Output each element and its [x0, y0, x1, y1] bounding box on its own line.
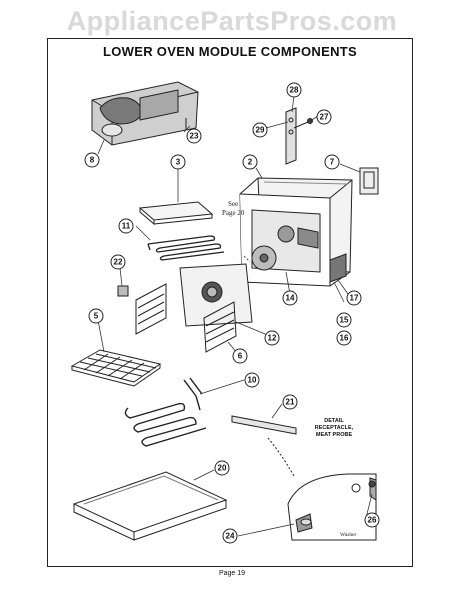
callout-label-26: 26: [368, 516, 377, 525]
callout-14: [282, 290, 298, 306]
callout-label-3: 3: [176, 158, 181, 167]
part-small-block: [117, 285, 129, 297]
detail-label-line-3: MEAT PROBE: [316, 432, 353, 438]
callout-21: [282, 394, 298, 410]
callout-label-14: 14: [286, 294, 295, 303]
part-rack-support-right: [203, 301, 237, 353]
callout-3: [170, 154, 186, 170]
callout-label-5: 5: [94, 312, 99, 321]
washer-label: Washer: [340, 532, 357, 538]
callout-label-7: 7: [330, 158, 335, 167]
callout-label-15: 15: [340, 316, 349, 325]
callout-label-21: 21: [286, 398, 295, 407]
callout-label-27: 27: [320, 113, 329, 122]
callout-label-29: 29: [256, 126, 265, 135]
callout-2: [242, 154, 258, 170]
callout-8: [84, 152, 100, 168]
part-bracket: [285, 107, 313, 165]
part-rack-support-left: [135, 283, 167, 335]
callout-26: [364, 512, 380, 528]
callout-27: [316, 109, 332, 125]
part-oven-cavity: [239, 177, 353, 287]
callout-23: [186, 128, 202, 144]
part-broil-element: [147, 235, 225, 261]
callout-24: [222, 528, 238, 544]
callout-label-6: 6: [238, 352, 243, 361]
callout-label-23: 23: [190, 132, 199, 141]
part-bake-element: [124, 377, 207, 447]
callout-29: [252, 122, 268, 138]
callout-label-8: 8: [90, 156, 95, 165]
diagram-title: LOWER OVEN MODULE COMPONENTS: [103, 44, 357, 59]
part-back-panel: [179, 263, 253, 327]
see-note-line-1: See: [228, 200, 238, 208]
callout-label-16: 16: [340, 334, 349, 343]
part-tray: [138, 201, 214, 226]
callout-11: [118, 218, 134, 234]
page-number: Page 19: [218, 570, 246, 577]
callout-label-11: 11: [122, 222, 131, 231]
callout-label-22: 22: [114, 258, 123, 267]
diagram-frame: [47, 38, 413, 567]
part-top-assembly: [91, 81, 199, 146]
callout-7: [324, 154, 340, 170]
callout-16: [336, 330, 352, 346]
detail-label-line-2: RECEPTACLE,: [315, 425, 354, 431]
callout-12: [264, 330, 280, 346]
part-control-box: [359, 167, 379, 195]
callout-17: [346, 290, 362, 306]
callout-28: [286, 82, 302, 98]
callout-22: [110, 254, 126, 270]
callout-label-20: 20: [218, 464, 227, 473]
part-trim-strip: [231, 415, 297, 435]
callout-15: [336, 312, 352, 328]
part-drawer-pan: [72, 471, 228, 541]
callout-5: [88, 308, 104, 324]
leader-lines: [97, 95, 373, 537]
see-note-line-2: Page 20: [222, 209, 245, 217]
callout-10: [244, 372, 260, 388]
callout-label-28: 28: [290, 86, 299, 95]
detail-label-line-1: DETAIL: [324, 418, 344, 424]
callout-20: [214, 460, 230, 476]
part-oven-rack: [70, 349, 162, 387]
site-watermark: AppliancePartsPros.com: [66, 6, 398, 36]
callout-label-10: 10: [248, 376, 257, 385]
callout-label-2: 2: [248, 158, 253, 167]
callout-label-12: 12: [268, 334, 277, 343]
callout-label-17: 17: [350, 294, 359, 303]
callout-6: [232, 348, 248, 364]
part-meat-probe-receptacle: [267, 437, 377, 541]
callout-label-24: 24: [226, 532, 235, 541]
